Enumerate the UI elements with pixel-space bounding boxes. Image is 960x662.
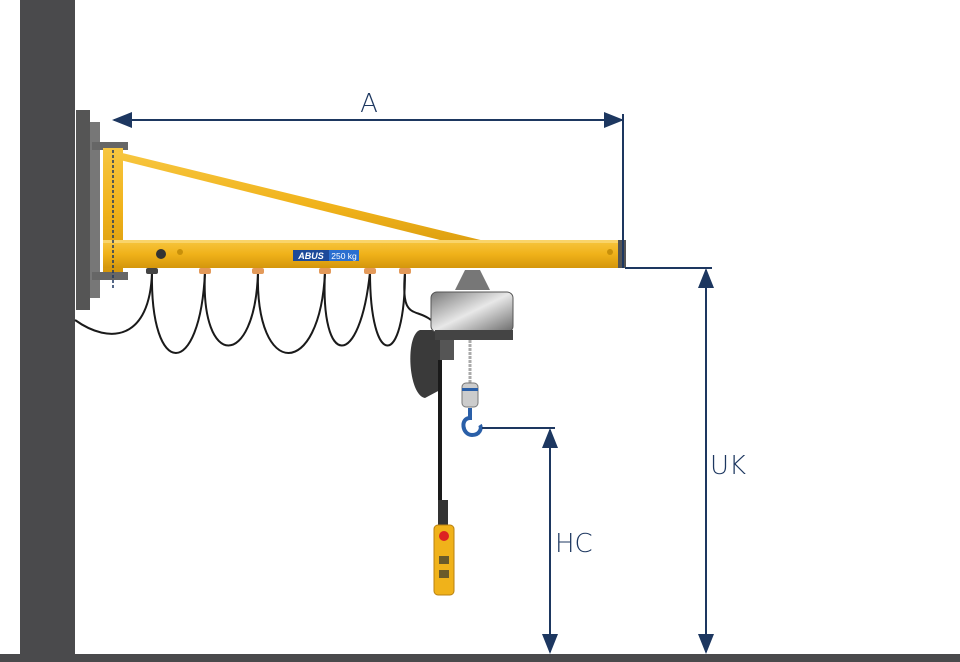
pendant-control[interactable] (433, 500, 455, 596)
dimension-hc: HC (482, 427, 593, 654)
electric-chain-hoist (410, 270, 514, 438)
festoon-cable (74, 271, 441, 500)
dimension-a: A (112, 89, 624, 268)
dimension-hc-label: HC (555, 529, 593, 559)
cable-trolleys (146, 268, 411, 274)
brand-label: ABUS (297, 251, 324, 261)
wall (20, 0, 75, 662)
jib-arm (103, 148, 626, 290)
floor (0, 654, 960, 662)
hook-icon (461, 408, 483, 438)
emergency-stop-button[interactable] (439, 531, 449, 541)
capacity-label: 250 kg (331, 251, 357, 261)
dimension-a-label: A (360, 89, 378, 119)
wall-bracket (76, 110, 128, 310)
capacity-nameplate: ABUS 250 kg (293, 250, 359, 261)
dimension-uk: UK (625, 267, 746, 654)
dimension-uk-label: UK (710, 451, 746, 481)
